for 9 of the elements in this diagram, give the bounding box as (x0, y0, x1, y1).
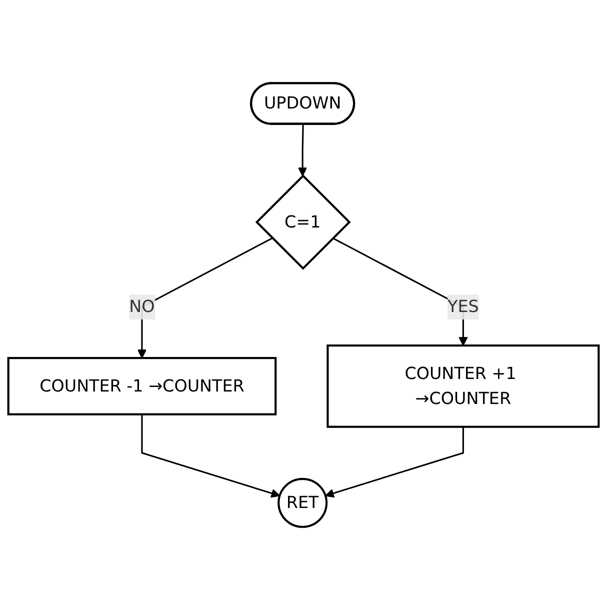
arrow (298, 124, 308, 176)
edge-label: YES (448, 296, 479, 316)
node-box: COUNTER +1 →COUNTER (326, 344, 600, 428)
arrow (325, 426, 464, 498)
node-diamond: C=1 (255, 174, 351, 270)
node-circle: RET (278, 478, 328, 528)
node-box: COUNTER -1 →COUNTER (7, 356, 277, 416)
arrow (141, 414, 280, 498)
edge-label: NO (129, 296, 155, 316)
